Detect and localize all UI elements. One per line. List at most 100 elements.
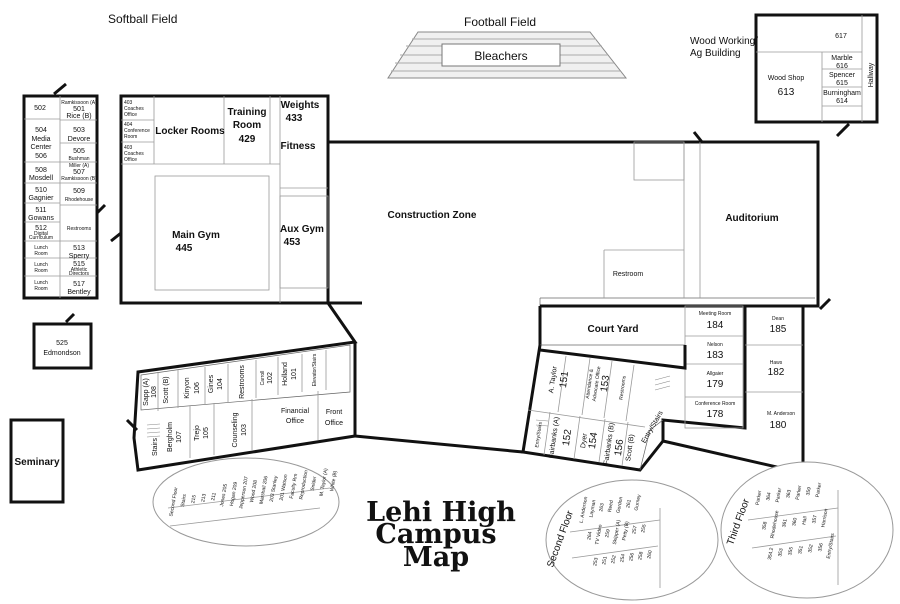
room-103: 103: [241, 424, 248, 436]
east-restrooms: Restrooms: [618, 375, 627, 400]
bushman-label: Bushman: [68, 156, 89, 162]
room-508: 508: [35, 167, 47, 174]
lunch-room-1b: Room: [34, 251, 47, 257]
room-505: 505: [73, 148, 85, 155]
inset-west-label-9: Marshall 206: [259, 475, 270, 504]
inset-third-label-2: Parker: [775, 487, 784, 503]
bentley-label: Bentley: [67, 289, 91, 296]
room-504: 504: [35, 127, 47, 134]
inset-third-label-10: 360: [791, 517, 798, 526]
room-613: 613: [778, 87, 795, 98]
room-433: 433: [286, 113, 303, 124]
mosdell-label: Mosdell: [29, 175, 54, 182]
inset-third-label-4: Parker: [795, 485, 804, 501]
inset-east-label-12: 257: [631, 525, 638, 534]
m-anderson-label: M. Anderson: [767, 411, 795, 417]
inset-west-label-7: Jepperson 207: [238, 476, 250, 510]
room-445: 445: [176, 243, 193, 254]
aux-gym-label: Aux Gym: [280, 224, 324, 235]
dyer-label: Dyer: [580, 432, 589, 448]
lunch-room-3b: Room: [34, 286, 47, 292]
inset-west-label-5: Jones 205: [219, 483, 229, 507]
room-503: 503: [73, 127, 85, 134]
media-label: Media: [31, 136, 50, 143]
inset-west-label-6: Hogan 209: [229, 481, 239, 506]
dean-label: Dean: [772, 316, 784, 322]
southwest-wing: Sapp (A) 108 Scott (B) Kinyon 106 Gines …: [132, 302, 358, 472]
inset-third-label-0: Parker: [755, 490, 764, 506]
inset-third-label-11: Hall: [801, 516, 808, 526]
room-615: 615: [836, 80, 848, 87]
inset-third-label-9: 361: [781, 518, 788, 527]
inset-east-label-5: 261: [625, 499, 632, 508]
gym-building: 403 Coaches Office 404 Conference Room 4…: [119, 94, 330, 305]
inset-west-label-16: White (B): [329, 470, 339, 492]
room-517: 517: [73, 281, 85, 288]
inset-third-label-15: 353: [777, 548, 784, 557]
nelson-label: Nelson: [707, 342, 723, 348]
inset-third-label-5: 359: [805, 486, 812, 495]
lunch-room-2b: Room: [34, 268, 47, 274]
front-office-label: Office: [325, 420, 343, 427]
training-label: Training: [228, 107, 267, 118]
kinyon-label: Kinyon: [184, 377, 191, 399]
room-403b: 403: [124, 145, 133, 151]
room-102: 102: [267, 372, 274, 384]
room-614: 614: [836, 98, 848, 105]
devore-label: Devore: [68, 136, 91, 143]
room-180: 180: [770, 420, 787, 431]
office-1: Office: [124, 112, 137, 118]
weights-label: Weights: [281, 100, 320, 111]
room-185: 185: [770, 324, 787, 335]
elevator-stairs: Elevator/Stairs: [312, 353, 318, 386]
room-104: 104: [217, 378, 224, 390]
room-501: 501: [73, 106, 85, 113]
inset-east-label-18: 256: [628, 552, 635, 561]
curriculum-label: Curriculum: [29, 235, 53, 241]
room-510: 510: [35, 187, 47, 194]
inset-west-label-3: 213: [200, 493, 207, 502]
room-404: 404: [124, 122, 133, 128]
room-507: 507: [73, 169, 85, 176]
restroom-label: Restroom: [613, 271, 644, 278]
inset-third-label-12: 357: [811, 514, 818, 523]
room-617: 617: [835, 33, 847, 40]
inset-third-label-16: 355: [787, 546, 794, 555]
room-509: 509: [73, 188, 85, 195]
wood-building-label-1: Wood Working/: [690, 36, 758, 47]
inset-west-label-1: Stairs: [180, 493, 188, 507]
holland-label: Holland: [282, 362, 289, 386]
room-525: 525: [56, 340, 68, 347]
inset-east-label-10: Skipper (A): [612, 519, 622, 545]
west-wing: 502 Ramkissoon (A) 501 Rice (B) 504 Medi…: [22, 94, 99, 300]
edmondson-label: Edmondson: [43, 350, 80, 357]
bleachers: Bleachers: [387, 31, 628, 79]
room-525-box: 525 Edmondson: [32, 322, 93, 370]
inset-third-label-19: 356: [817, 542, 824, 551]
room-178: 178: [707, 409, 724, 420]
inset-west-label-13: Reproduction: [298, 470, 309, 501]
inset-east-label-6: Gurney: [634, 494, 643, 512]
counseling-label: Counseling: [232, 412, 239, 447]
map-title-line-3: Map: [403, 542, 469, 573]
inset-east-label-2: 263: [598, 503, 605, 512]
room-513: 513: [73, 245, 85, 252]
east-150s-wing: A. Taylor 151 Attendance & Advocate Offi…: [521, 344, 687, 472]
inset-third-label-3: 363: [785, 489, 792, 498]
inset-west-label-12: Faculty Rm: [289, 473, 299, 499]
room-182: 182: [768, 367, 785, 378]
inset-third-label-14: 354.2: [767, 547, 775, 561]
financial-label: Financial: [281, 408, 309, 415]
inset-east-label-14: 253: [592, 557, 599, 566]
financial-office-label: Office: [286, 418, 304, 425]
inset-third-label-7: 358: [761, 521, 768, 530]
sw-restrooms: Restrooms: [239, 365, 246, 399]
haws-label: Haws: [770, 360, 783, 366]
inset-west-label-8: Wood 208: [249, 480, 259, 504]
inset-west-label-0: Second Floor: [168, 486, 179, 517]
trejo-label: Trejo: [194, 425, 201, 441]
coaches-office-2: Coaches: [124, 151, 144, 157]
court-yard-label: Court Yard: [588, 324, 639, 335]
